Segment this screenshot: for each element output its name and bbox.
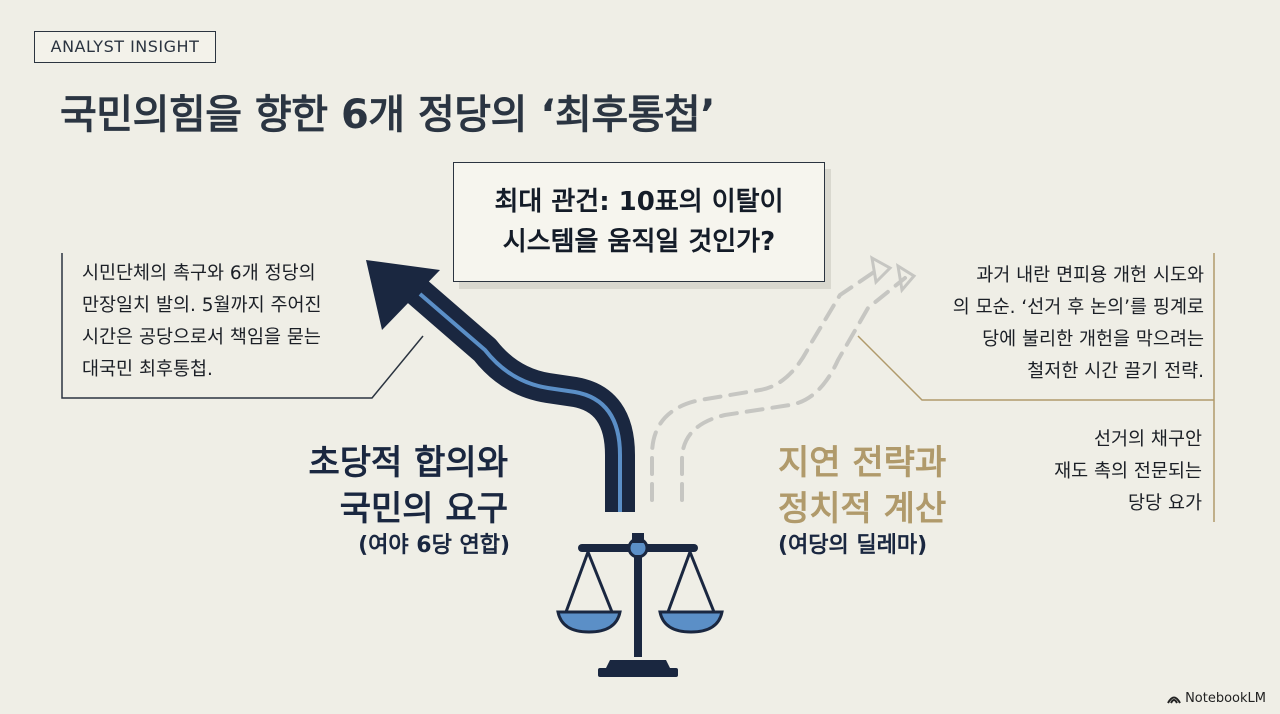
left-note-line: 대국민 최후통첩. [82, 359, 213, 380]
right-note-1-line: 당에 불리한 개헌을 막으려는 [982, 329, 1204, 350]
brand-watermark: NotebookLM [1167, 691, 1266, 706]
right-note-1-line: 철저한 시간 끌기 전략. [1027, 361, 1204, 382]
left-note-line: 시간은 공당으로서 책임을 묻는 [82, 327, 321, 348]
left-side-subtitle: (여야 6당 연합) [358, 533, 510, 558]
navy-arrowhead [366, 260, 440, 330]
key-question-line-2: 시스템을 움직일 것인가? [502, 227, 776, 257]
left-note-line: 시민단체의 촉구와 6개 정당의 [82, 263, 316, 284]
right-side-subtitle: (여당의 딜레마) [778, 533, 928, 558]
right-note-2: 선거의 채구안 재도 촉의 전문되는 당당 요가 [1054, 424, 1202, 520]
dashed-arrowhead-2 [895, 262, 917, 294]
notebooklm-logo-icon [1167, 696, 1181, 704]
right-callout-line-1 [857, 335, 1214, 401]
key-question-box: 최대 관건: 10표의 이탈이 시스템을 움직일 것인가? [453, 162, 825, 282]
left-callout-line [61, 253, 424, 399]
dashed-arrowhead-1 [870, 255, 893, 286]
dashed-arrows [650, 266, 907, 502]
left-note: 시민단체의 촉구와 6개 정당의 만장일치 발의. 5월까지 주어진 시간은 공… [82, 258, 322, 386]
left-side-heading-line-1: 초당적 합의와 [308, 443, 508, 483]
right-side-heading-line-1: 지연 전략과 [778, 443, 947, 483]
brand-label: NotebookLM [1185, 691, 1266, 706]
left-side-heading-line-2: 국민의 요구 [339, 489, 508, 529]
right-note-1-line: 의 모순. ‘선거 후 논의’를 핑계로 [952, 297, 1204, 318]
section-tag: ANALYST INSIGHT [34, 31, 216, 63]
right-note-2-line: 선거의 채구안 [1093, 429, 1202, 450]
right-note-1-line: 과거 내란 면피용 개헌 시도와 [976, 265, 1204, 286]
scale-icon [556, 533, 724, 677]
right-note-2-line: 재도 촉의 전문되는 [1054, 461, 1202, 482]
left-note-line: 만장일치 발의. 5월까지 주어진 [82, 295, 322, 316]
right-side-heading: 지연 전략과 정치적 계산 [778, 440, 946, 532]
key-question-line-1: 최대 관건: 10표의 이탈이 [494, 187, 784, 217]
navy-arrow-highlight [418, 292, 622, 512]
page-title: 국민의힘을 향한 6개 정당의 ‘최후통첩’ [60, 92, 715, 138]
right-note-2-line: 당당 요가 [1128, 493, 1202, 514]
right-side-heading-line-2: 정치적 계산 [778, 489, 947, 529]
right-note-1: 과거 내란 면피용 개헌 시도와 의 모순. ‘선거 후 논의’를 핑계로 당에… [953, 260, 1204, 388]
left-side-heading: 초당적 합의와 국민의 요구 [308, 440, 508, 532]
